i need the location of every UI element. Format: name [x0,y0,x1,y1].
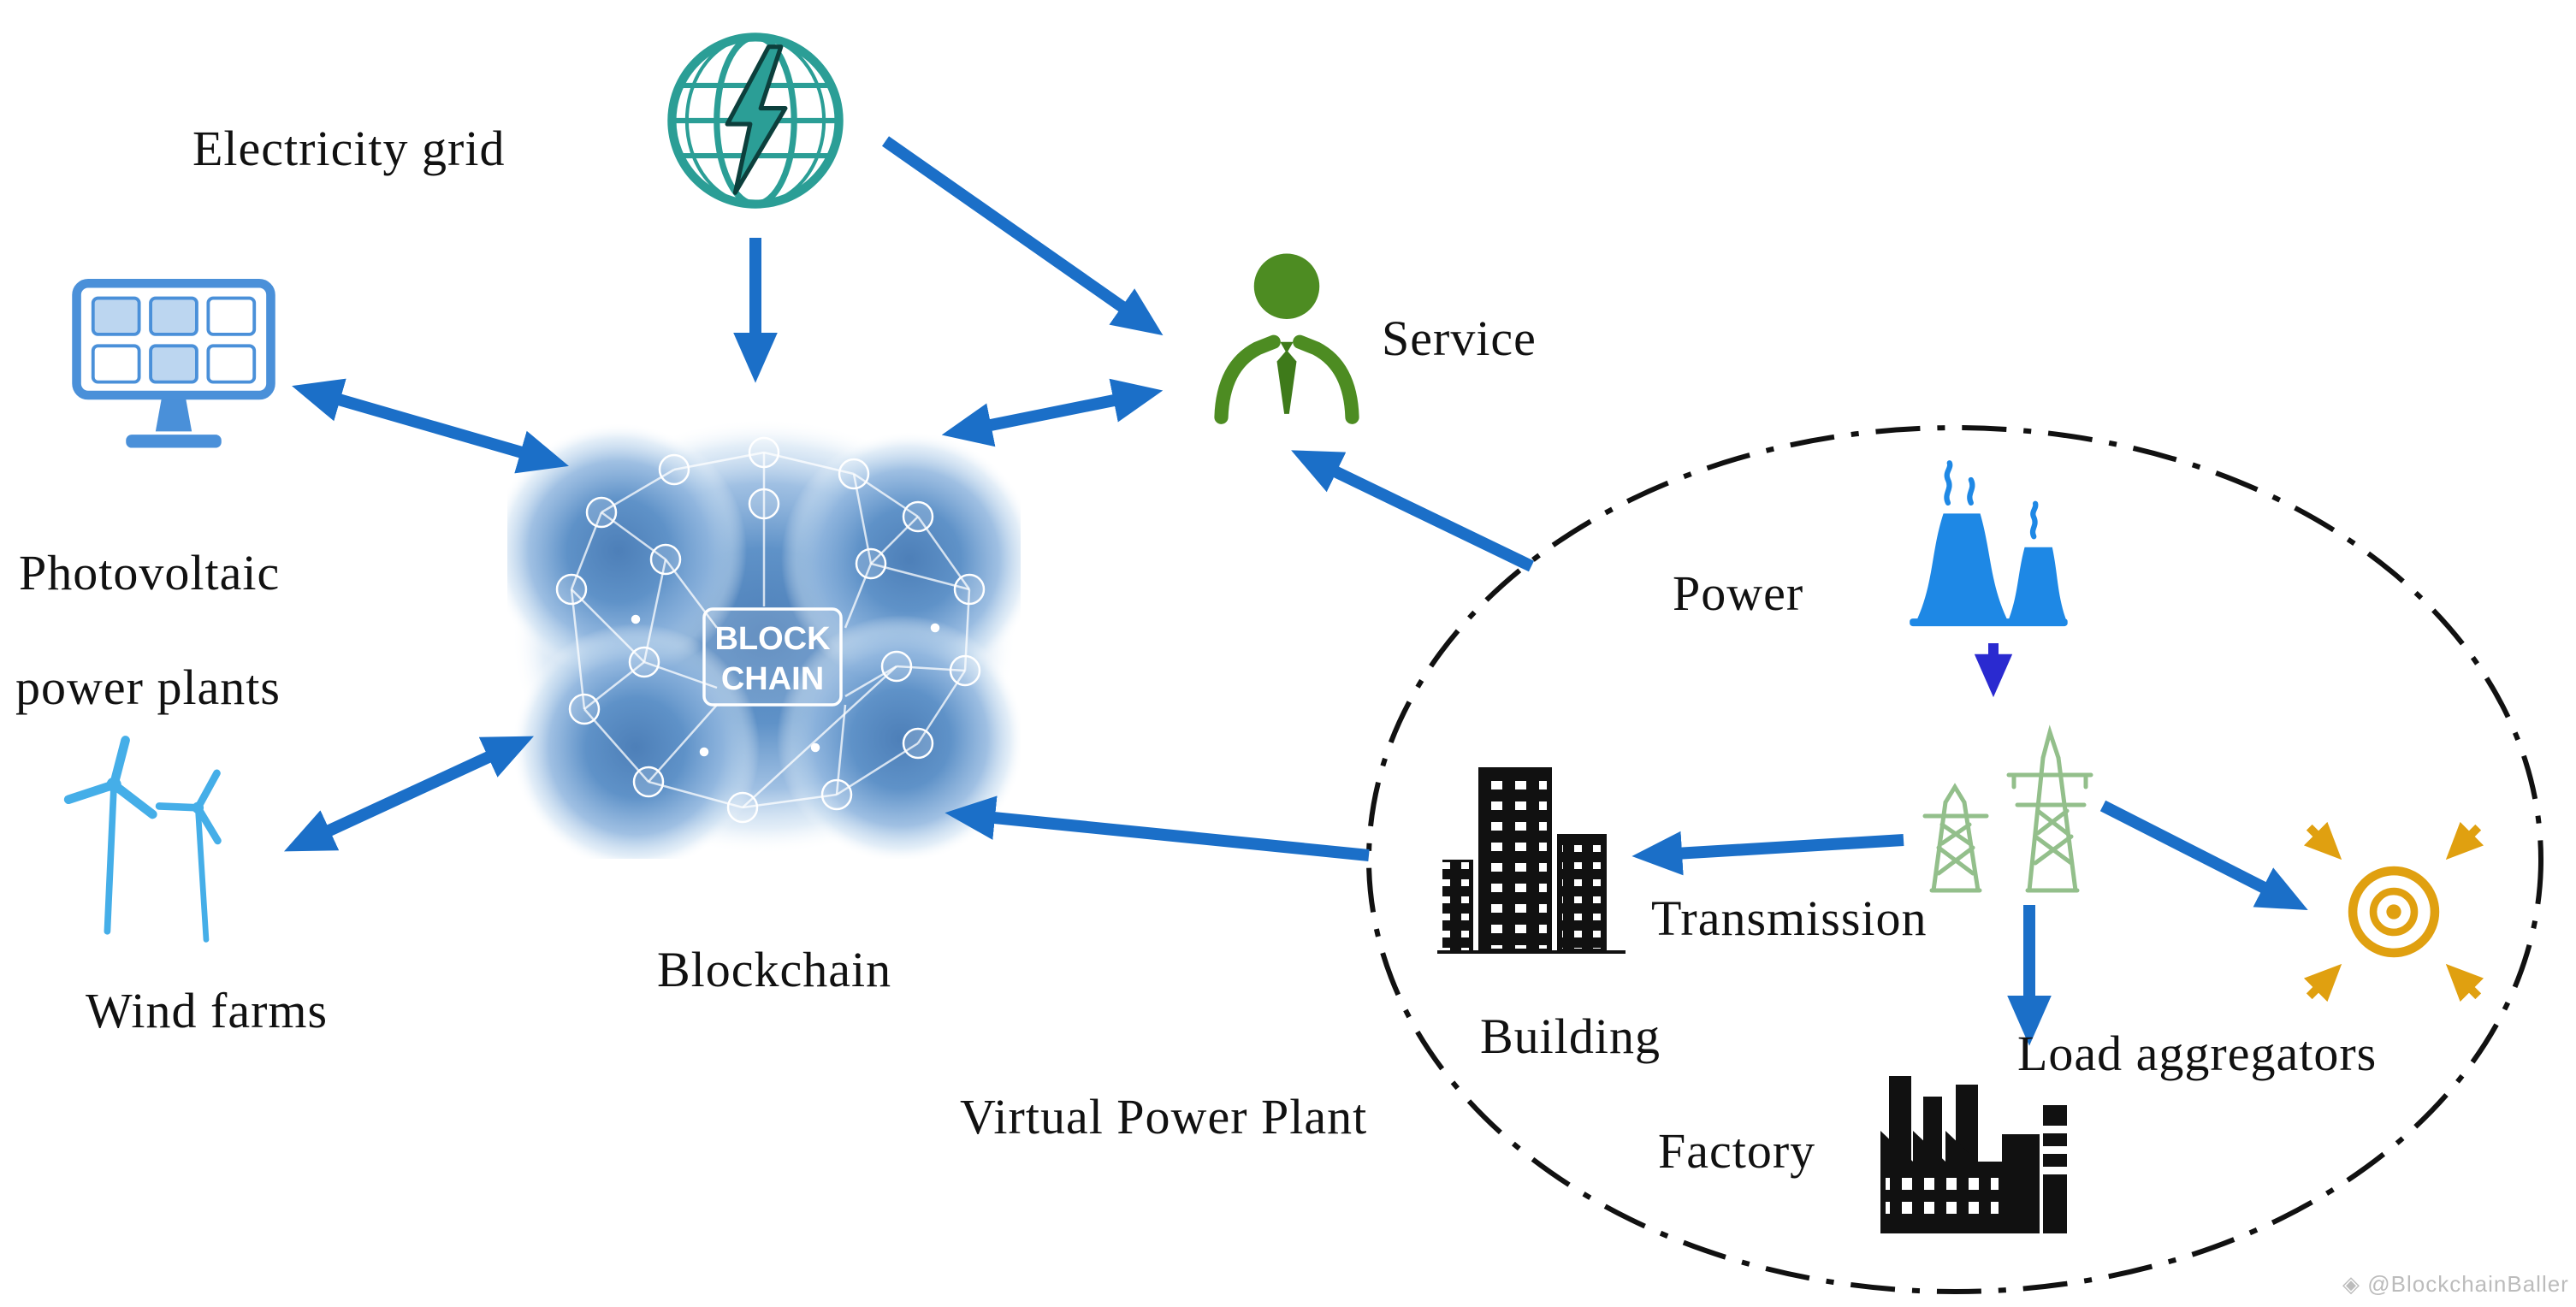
load-aggregators-label: Load aggregators [2017,1026,2378,1081]
factory-label: Factory [1658,1123,1816,1179]
blockchain-box-line2: CHAIN [721,661,824,697]
watermark-text: @BlockchainBaller [2367,1271,2569,1297]
wind-farms-label: Wind farms [86,983,329,1038]
blockchain-label: Blockchain [657,942,892,997]
watermark: ◈ @BlockchainBaller [2342,1271,2569,1298]
network-nodes [555,436,986,824]
photovoltaic-label-line2: power plants [15,659,281,715]
cooling-towers-icon [1904,458,2087,642]
arrow-transmission-to-aggregators [2099,800,2308,911]
solar-panel-icon [67,269,281,479]
arrow-windfarms-blockchain [283,736,535,852]
tie-icon [1276,350,1297,414]
arrow-vpp-to-service [1291,450,1535,572]
blockchain-box-line1: BLOCK [714,621,831,657]
blockchain-network-cloud: BLOCK CHAIN [507,414,1021,859]
power-label: Power [1673,565,1804,621]
globe-lightning-icon [659,24,852,217]
tie-knot [1280,341,1294,354]
transmission-label: Transmission [1651,890,1928,946]
transmission-towers-icon [1908,707,2096,895]
factory-icon [1874,1052,2079,1240]
electricity-grid-label: Electricity grid [192,121,506,176]
watermark-diamond-icon: ◈ [2342,1271,2360,1297]
arrow-vpp-to-blockchain [945,795,1370,861]
buildings-icon [1437,755,1626,954]
person-icon [1205,244,1369,430]
arrow-photovoltaic-blockchain [292,378,569,474]
building-label: Building [1480,1008,1661,1064]
wind-turbine-icon [50,723,272,975]
photovoltaic-label-line1: Photovoltaic [19,545,281,600]
service-label: Service [1382,310,1537,366]
arrow-grid-to-service [881,136,1164,336]
virtual-power-plant-boundary [1366,425,2543,1294]
arrow-transmission-to-building [1631,831,1904,876]
arrow-blockchain-service [941,378,1164,447]
virtual-power-plant-label: Virtual Power Plant [960,1089,1368,1144]
blockchain-box: BLOCK CHAIN [702,607,843,707]
lightning-bolt-icon [725,44,788,195]
target-arrows-icon [2291,813,2496,1011]
